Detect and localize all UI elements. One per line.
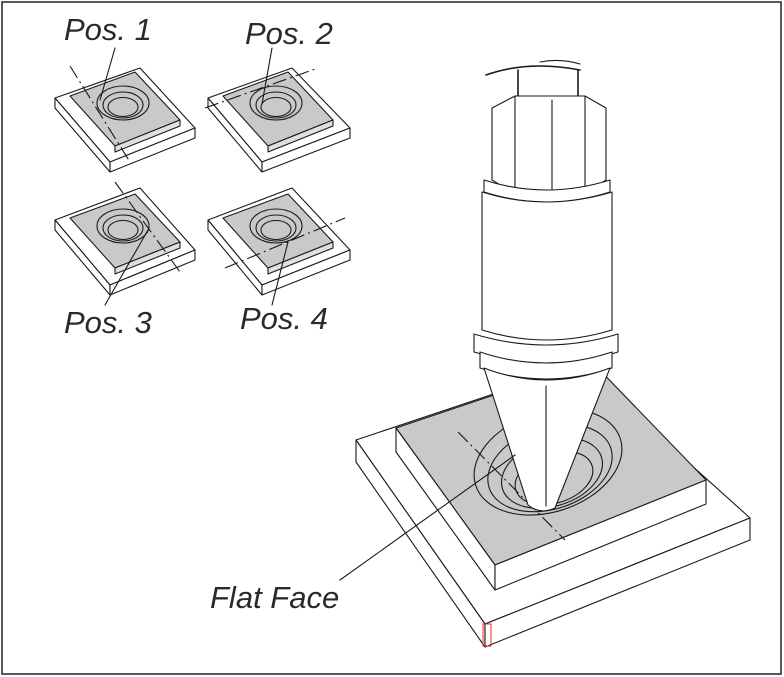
callout-pos-4: Pos. 4	[240, 241, 328, 336]
edge-highlight	[482, 623, 492, 647]
label-pos-1: Pos. 1	[64, 12, 152, 47]
label-pos-3: Pos. 3	[64, 305, 152, 340]
tap-tool	[473, 59, 619, 512]
plate-pos-2	[204, 67, 351, 173]
callout-pos-1: Pos. 1	[64, 12, 152, 101]
callout-flat-face: Flat Face	[210, 454, 516, 615]
plate-pos-3	[54, 181, 196, 296]
plate-pos-1	[54, 65, 196, 173]
label-flat-face: Flat Face	[210, 580, 339, 615]
label-pos-4: Pos. 4	[240, 301, 328, 336]
plate-pos-4	[207, 187, 351, 296]
callout-pos-3: Pos. 3	[64, 229, 152, 340]
callout-pos-2: Pos. 2	[245, 16, 333, 105]
label-pos-2: Pos. 2	[245, 16, 333, 51]
